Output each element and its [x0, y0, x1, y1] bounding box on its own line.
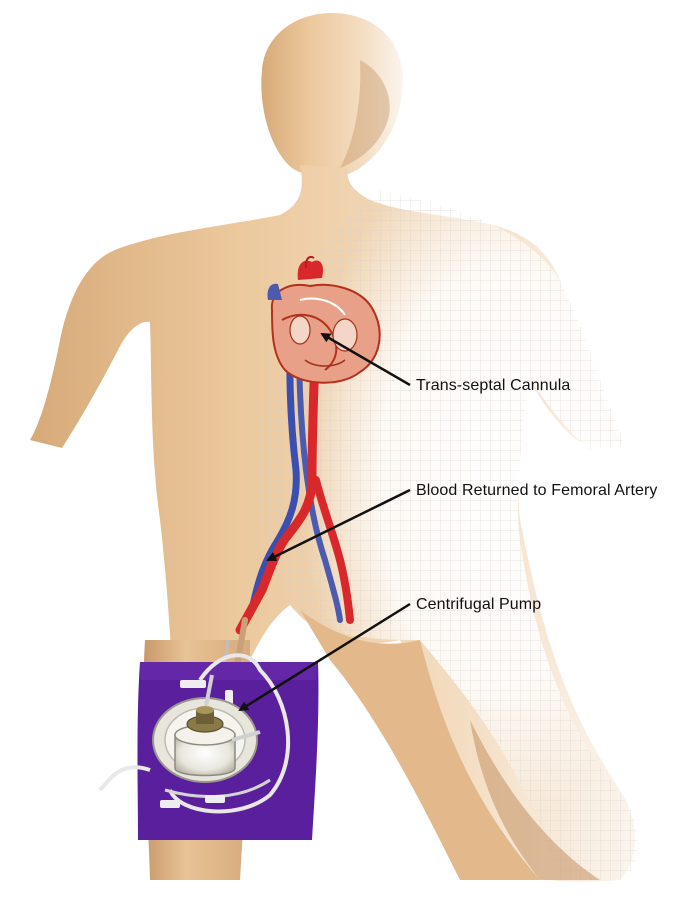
label-blood-returned-femoral-artery: Blood Returned to Femoral Artery	[416, 482, 658, 500]
body-figure	[30, 13, 638, 882]
label-centrifugal-pump: Centrifugal Pump	[416, 596, 541, 614]
aortic-arch	[298, 261, 323, 280]
label-trans-septal-cannula: Trans-septal Cannula	[416, 377, 570, 395]
heart-body	[272, 285, 380, 383]
